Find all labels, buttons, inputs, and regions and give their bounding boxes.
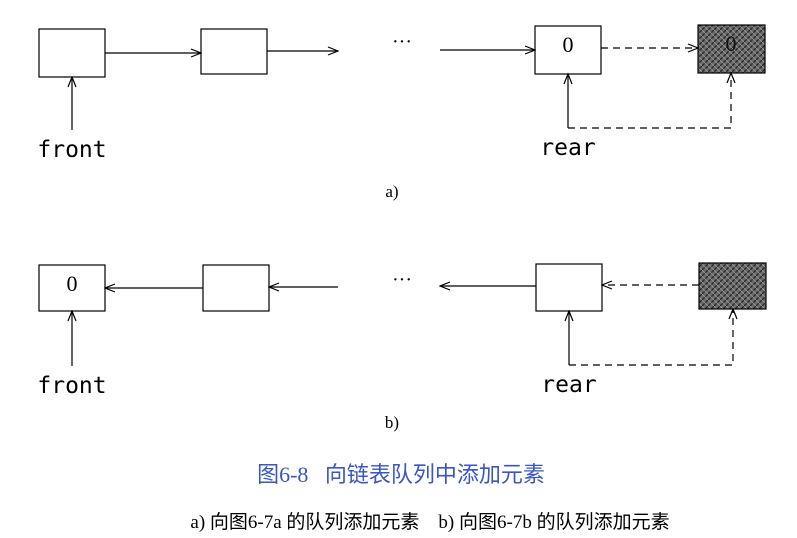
node-a-2 [200, 28, 268, 75]
rear-pointer-a-new [568, 73, 731, 129]
front-label-a: front [37, 137, 106, 163]
ellipsis-a: ··· [392, 31, 412, 53]
node-b-1-value: 0 [67, 271, 78, 296]
caption-a: a) [385, 182, 398, 201]
node-a-3-value: 0 [563, 32, 574, 57]
node-b-new [698, 262, 767, 310]
node-a-1 [38, 28, 106, 78]
node-b-3 [535, 263, 603, 312]
diagram-a: 0 0 ··· front rear a) [37, 24, 766, 201]
rear-pointer-b-new [569, 309, 733, 366]
rear-label-a: rear [540, 135, 595, 161]
node-b-2 [202, 264, 270, 312]
ellipsis-b: ··· [392, 269, 412, 291]
rear-label-b: rear [541, 372, 596, 398]
caption-b: b) [385, 413, 399, 432]
node-a-3 [534, 25, 602, 75]
figure-subcaption: a) 向图6-7a 的队列添加元素 b) 向图6-7b 的队列添加元素 [190, 511, 669, 533]
node-b-1 [38, 264, 106, 312]
node-a-new-value: 0 [726, 31, 737, 56]
diagram-b: 0 ··· front rear b) [37, 262, 767, 432]
node-a-new [697, 24, 766, 74]
figure-title: 图6-8 向链表队列中添加元素 [257, 462, 545, 487]
front-label-b: front [37, 373, 106, 399]
